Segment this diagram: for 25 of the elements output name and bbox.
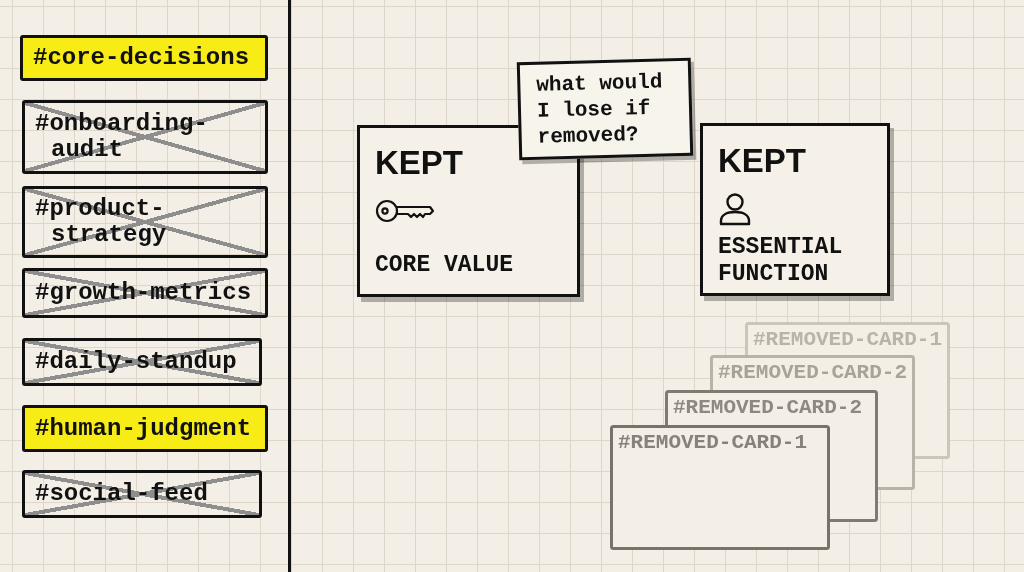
crossed-out-tag xyxy=(22,186,268,258)
tag-text: #growth-metrics xyxy=(35,280,252,306)
tag-text: #core-decisions xyxy=(33,45,250,71)
tag-text: #social-feed xyxy=(35,481,208,507)
crossed-out-tag xyxy=(22,268,268,318)
card-heading: KEPT xyxy=(718,144,806,178)
note-text: what would I lose if removed? xyxy=(536,69,664,151)
highlighted-tag xyxy=(22,405,268,452)
tag-text: #product-strategy xyxy=(35,196,168,248)
crossed-out-tag xyxy=(22,470,262,518)
tag-text: #human-judgment xyxy=(35,415,252,442)
card-heading: KEPT xyxy=(375,146,463,180)
kept-card xyxy=(700,123,890,296)
crossed-out-tag xyxy=(22,100,268,174)
tag-text: #daily-standup xyxy=(35,349,237,375)
card-caption: ESSENTIAL FUNCTION xyxy=(718,234,844,288)
crossed-out-tag xyxy=(22,338,262,386)
highlighted-tag xyxy=(20,35,268,81)
card-title: #REMOVED-CARD-1 xyxy=(753,326,943,354)
card-title: #REMOVED-CARD-1 xyxy=(618,429,808,457)
card-title: #REMOVED-CARD-2 xyxy=(718,359,908,387)
card-caption: CORE VALUE xyxy=(375,252,514,279)
question-note xyxy=(516,57,694,161)
card-title: #REMOVED-CARD-2 xyxy=(673,394,863,422)
tag-text: #onboarding-audit xyxy=(35,111,209,163)
